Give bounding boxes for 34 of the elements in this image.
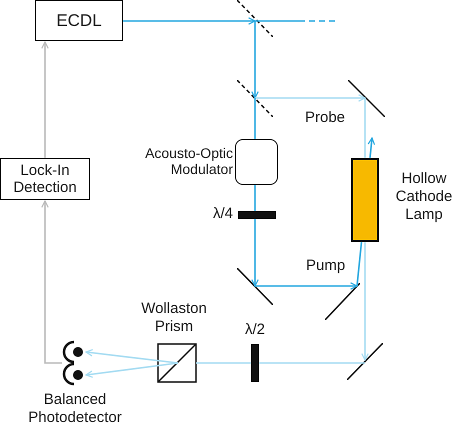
light-beam bbox=[255, 94, 366, 102]
light-beam bbox=[123, 17, 256, 25]
light-beam bbox=[196, 362, 251, 364]
light-beam bbox=[254, 185, 256, 211]
beam-splitter bbox=[237, 0, 273, 37]
mirror bbox=[348, 80, 385, 117]
light-beam bbox=[251, 219, 259, 287]
light-beam bbox=[356, 242, 362, 286]
light-beam bbox=[368, 137, 376, 158]
component-label: Acousto-Optic Modulator bbox=[145, 145, 233, 177]
light-beam bbox=[41, 41, 49, 158]
light-beam bbox=[259, 362, 365, 364]
edge-label: Pump bbox=[306, 258, 346, 274]
mirror bbox=[347, 343, 383, 380]
process-box: ECDL bbox=[35, 0, 123, 41]
mirror bbox=[325, 283, 360, 320]
beam-label: Probe bbox=[305, 110, 346, 126]
beam-splitter bbox=[237, 80, 273, 117]
component-label: λ/2 bbox=[244, 322, 266, 338]
component-label: Hollow Cathode Lamp bbox=[394, 170, 454, 224]
process-box: Lock-In Detection bbox=[0, 158, 90, 200]
component-label: Wollaston Prism bbox=[140, 300, 208, 336]
component-label: Balanced Photodetector bbox=[27, 391, 123, 427]
mirror bbox=[237, 268, 273, 305]
light-beam bbox=[85, 348, 178, 364]
component-label: λ/4 bbox=[212, 206, 233, 222]
light-beam bbox=[85, 362, 178, 378]
light-beam bbox=[364, 98, 366, 158]
light-beam bbox=[255, 20, 335, 22]
light-beam bbox=[254, 98, 256, 139]
light-beam bbox=[251, 21, 259, 99]
light-beam bbox=[255, 282, 358, 290]
light-beam bbox=[361, 242, 369, 361]
light-beam bbox=[41, 200, 62, 364]
